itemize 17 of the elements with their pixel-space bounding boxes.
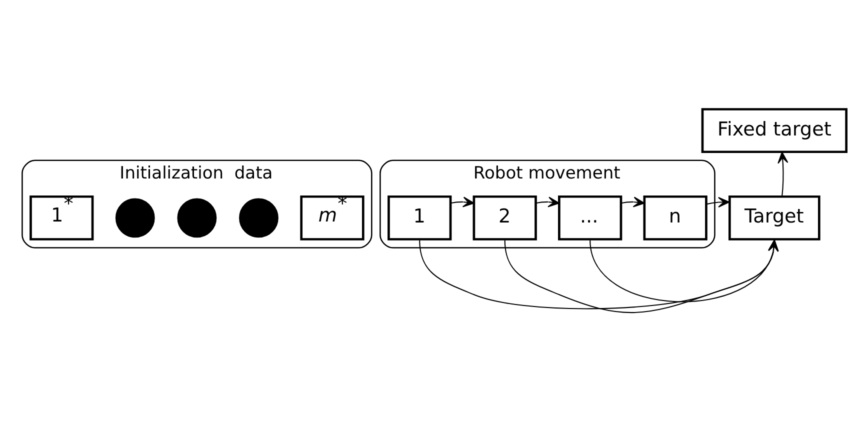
arrow [535,196,560,207]
arrow [706,196,730,208]
arrow [777,151,788,196]
arrow [418,239,778,309]
node-box: Target [728,194,820,240]
node-circle [238,198,278,238]
arrow [504,239,778,313]
node-box: 1 [387,194,452,240]
node-box: n [642,194,707,240]
node-box: Fixed target [700,108,847,153]
arrow [450,196,474,207]
node-box: ... [558,194,622,240]
node-box: 2 [472,194,536,240]
arrow [620,196,644,207]
node-circle [114,198,154,238]
arrow [589,239,778,302]
node-circle [176,198,216,238]
